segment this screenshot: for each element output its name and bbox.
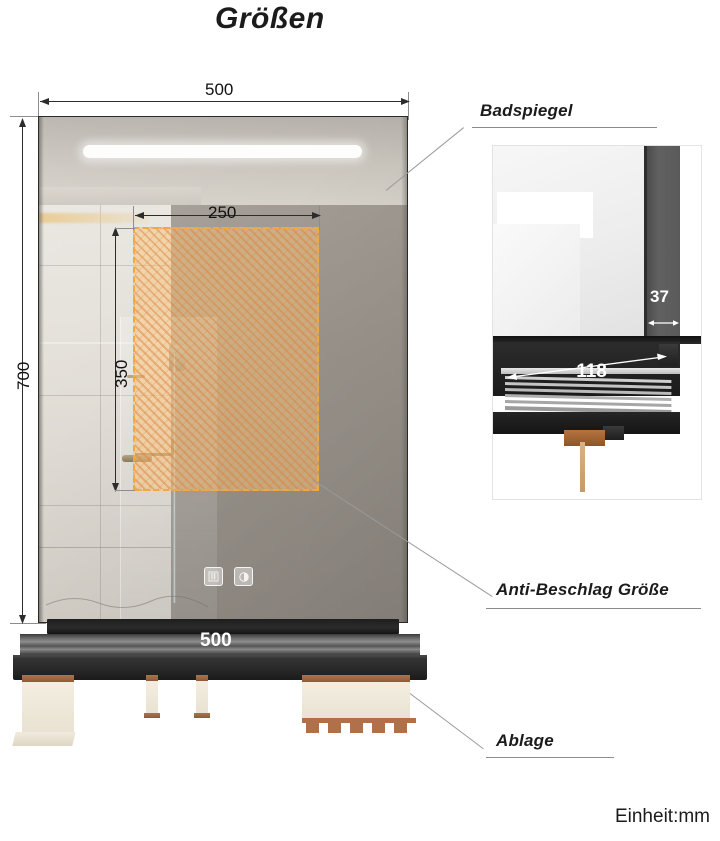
dim-shelf-depth: 118 <box>576 361 607 383</box>
leg-base-4-teeth <box>302 718 416 733</box>
dim-mirror-height: 700 <box>14 361 33 390</box>
callout-shelf-label: Ablage <box>496 731 554 750</box>
antifog-w-line <box>135 215 317 216</box>
shelf-body <box>13 658 427 680</box>
left-dim-ext-top <box>10 116 46 117</box>
reflection-left-edge <box>39 117 44 622</box>
antifog-h-ext-top <box>115 228 135 229</box>
shelf-metal-band <box>20 634 420 658</box>
inset-shelf-top <box>493 336 701 344</box>
callout-mirror-underline <box>472 127 657 128</box>
left-dim-line <box>22 120 23 620</box>
anti-fog-zone <box>133 227 319 491</box>
reflection-shelf-line <box>39 342 172 344</box>
leg-4 <box>302 682 410 720</box>
dim-frame-depth: 37 <box>650 287 669 307</box>
shelf-perspective-edge <box>13 655 427 660</box>
antifog-w-ext-left <box>133 206 134 230</box>
dim-antifog-height: 350 <box>112 359 131 388</box>
leg-foot-3 <box>194 713 210 718</box>
brightness-touch-button[interactable] <box>234 567 253 586</box>
top-dim-line <box>40 101 406 102</box>
antifog-h-ext-bottom <box>115 490 135 491</box>
callout-shelf-leader <box>409 693 484 750</box>
leg-cap-3 <box>196 675 208 681</box>
inset-wood-bracket <box>563 430 606 446</box>
dim-frame-depth-arrow <box>647 320 679 327</box>
anti-fog-icon <box>208 571 219 582</box>
reflection-cove-light <box>39 213 150 223</box>
inset-frame-side <box>646 146 681 336</box>
leg-foot-2 <box>144 713 160 718</box>
antifog-w-arrows <box>135 212 321 219</box>
leg-base-1 <box>12 732 76 746</box>
top-dim-ext-right <box>408 92 409 120</box>
inset-wood-stem <box>580 442 586 492</box>
dim-mirror-width: 500 <box>205 80 234 99</box>
callout-antifog-label: Anti-Beschlag Größe <box>496 580 669 599</box>
leg-cap-4 <box>302 675 410 682</box>
leg-1 <box>22 682 74 732</box>
leg-3 <box>196 681 208 713</box>
callout-shelf-underline <box>486 757 614 758</box>
callout-mirror-label: Badspiegel <box>480 101 573 120</box>
shelf-top-rail <box>47 619 399 634</box>
brightness-icon <box>238 571 249 582</box>
antifog-w-ext-right <box>319 206 320 230</box>
anti-fog-touch-button[interactable] <box>204 567 223 586</box>
reflection-right-edge <box>401 117 407 622</box>
dim-shelf-width: 500 <box>200 630 232 651</box>
inset-mirror-highlight-2 <box>493 224 581 336</box>
inset-shelf-underside <box>493 412 681 434</box>
leg-2 <box>146 681 158 713</box>
antifog-h-line <box>115 229 116 489</box>
led-light-strip <box>83 145 362 158</box>
left-dim-arrows <box>19 118 26 624</box>
dim-antifog-width: 250 <box>208 203 237 222</box>
antifog-h-arrows <box>112 227 119 492</box>
reflection-floor-line <box>39 547 172 548</box>
page-title: Größen <box>215 2 325 35</box>
detail-inset-panel: 37 118 <box>492 145 702 500</box>
inset-mount-block <box>603 426 625 440</box>
top-dim-arrows <box>40 98 410 105</box>
leg-cap-2 <box>146 675 158 681</box>
dim-shelf-depth-arrow <box>507 353 668 380</box>
callout-antifog-underline <box>486 608 701 609</box>
reflection-floor-wave <box>46 595 209 608</box>
inset-shelf-front-lip <box>501 368 681 374</box>
inset-frame-inner-edge <box>643 146 649 336</box>
top-dim-ext-left <box>38 92 39 120</box>
left-dim-ext-bottom <box>10 623 46 624</box>
inset-shelf-bracket <box>659 344 679 366</box>
unit-note: Einheit:mm <box>614 806 710 827</box>
leg-cap-1 <box>22 675 74 682</box>
